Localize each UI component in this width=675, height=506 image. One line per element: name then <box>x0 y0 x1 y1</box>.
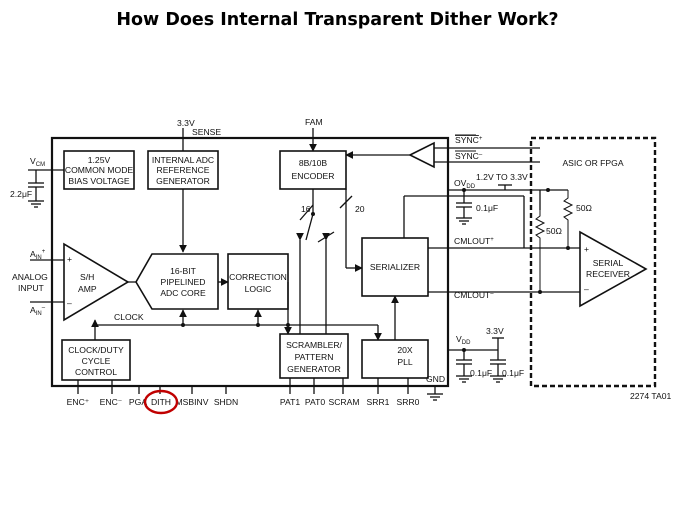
pipelined-adc-block: 16-BIT PIPELINED ADC CORE <box>135 253 219 310</box>
cap-01-b-label: 0.1μF <box>470 368 492 378</box>
encoder-block: 8B/10B ENCODER <box>279 150 347 190</box>
svg-text:PATTERN: PATTERN <box>295 352 334 362</box>
pin-enc-minus: ENC⁻ <box>100 397 123 407</box>
analog-input-label-2: INPUT <box>18 283 45 293</box>
svg-text:8B/10B: 8B/10B <box>299 158 327 168</box>
vcm-label: VCM <box>30 156 45 168</box>
svg-text:BIAS VOLTAGE: BIAS VOLTAGE <box>68 176 130 186</box>
sync-plus-label: SYNC+ <box>455 135 483 145</box>
chip-outline <box>50 136 450 388</box>
clock-duty-block: CLOCK/DUTY CYCLE CONTROL <box>61 339 131 381</box>
svg-text:20X: 20X <box>397 345 413 355</box>
svg-text:+: + <box>67 254 72 264</box>
svg-text:S/H: S/H <box>80 272 94 282</box>
pll-block: 20X PLL <box>361 339 429 379</box>
pin-srr0: SRR0 <box>397 397 420 407</box>
bus16-label: 16 <box>301 204 311 214</box>
fpga-label: ASIC OR FPGA <box>562 158 623 168</box>
svg-text:PLL: PLL <box>397 357 413 367</box>
cap-01-a-label: 0.1μF <box>476 203 498 213</box>
pin-scram: SCRAM <box>328 397 359 407</box>
scrambler-block: SCRAMBLER/ PATTERN GENERATOR <box>279 333 349 379</box>
slide-title: How Does Internal Transparent Dither Wor… <box>116 10 559 30</box>
pin-pat1: PAT1 <box>280 397 300 407</box>
svg-text:ENCODER: ENCODER <box>292 171 335 181</box>
svg-text:PIPELINED: PIPELINED <box>161 277 206 287</box>
serial-receiver: + – SERIAL RECEIVER <box>579 230 648 308</box>
svg-text:CONTROL: CONTROL <box>75 367 117 377</box>
cmlout-plus-label: CMLOUT+ <box>454 236 494 246</box>
sense-label: SENSE <box>192 127 221 137</box>
svg-text:–: – <box>584 284 589 294</box>
svg-text:ADC CORE: ADC CORE <box>160 288 206 298</box>
svg-text:CLOCK/DUTY: CLOCK/DUTY <box>68 345 124 355</box>
ovdd-label: OVDD <box>454 178 476 190</box>
svg-text:GENERATOR: GENERATOR <box>156 176 210 186</box>
v33-b-label: 3.3V <box>486 326 504 336</box>
svg-text:SERIAL: SERIAL <box>593 258 624 268</box>
svg-text:GENERATOR: GENERATOR <box>287 364 341 374</box>
r50-b-label: 50Ω <box>546 226 563 236</box>
pin-enc-plus: ENC⁺ <box>67 397 90 407</box>
svg-text:SERIALIZER: SERIALIZER <box>370 262 420 272</box>
svg-text:AMP: AMP <box>78 284 97 294</box>
r50-a-label: 50Ω <box>576 203 593 213</box>
svg-text:RECEIVER: RECEIVER <box>586 269 630 279</box>
svg-text:1.25V: 1.25V <box>88 155 111 165</box>
bottom-pin-stubs <box>77 378 409 394</box>
svg-text:SCRAMBLER/: SCRAMBLER/ <box>286 340 342 350</box>
svg-text:CORRECTION: CORRECTION <box>229 272 287 282</box>
svg-text:–: – <box>67 298 72 308</box>
pin-pga: PGA <box>129 397 147 407</box>
vcm-bias-block: 1.25V COMMON MODE BIAS VOLTAGE <box>63 150 135 190</box>
gnd-label: GND <box>426 374 445 384</box>
analog-input-label-1: ANALOG <box>12 272 48 282</box>
figure-id: 2274 TA01 <box>630 391 671 401</box>
ain-plus-label: AIN+ <box>30 249 46 261</box>
svg-text:CYCLE: CYCLE <box>82 356 111 366</box>
cap-01-c-label: 0.1μF <box>502 368 524 378</box>
sync-minus-label: SYNC– <box>455 151 483 161</box>
serializer-block: SERIALIZER <box>361 237 429 297</box>
fpga-outline <box>529 136 657 388</box>
pin-dith: DITH <box>151 397 171 407</box>
svg-text:16-BIT: 16-BIT <box>170 266 197 276</box>
correction-logic-block: CORRECTION LOGIC <box>227 253 289 310</box>
svg-text:LOGIC: LOGIC <box>245 284 272 294</box>
dith-highlight-circle <box>143 389 179 415</box>
pin-msbinv: MSBINV <box>176 397 209 407</box>
pin-shdn: SHDN <box>214 397 238 407</box>
adc-reference-block: INTERNAL ADC REFERENCE GENERATOR <box>147 150 219 190</box>
vdd-label: VDD <box>456 334 471 346</box>
cap-22uf-label: 2.2μF <box>10 189 32 199</box>
sh-amp: S/H AMP + – <box>63 242 130 322</box>
cmlout-minus-label: CMLOUT– <box>454 290 494 300</box>
sync-buffer <box>408 141 435 169</box>
clock-label: CLOCK <box>114 312 144 322</box>
fam-label: FAM <box>305 117 323 127</box>
pin-pat0: PAT0 <box>305 397 325 407</box>
v12-33-label: 1.2V TO 3.3V <box>476 172 528 182</box>
ain-minus-label: AIN– <box>30 305 46 317</box>
svg-text:+: + <box>584 244 589 254</box>
v33-top-label: 3.3V <box>177 118 195 128</box>
svg-text:INTERNAL ADC: INTERNAL ADC <box>152 155 214 165</box>
pin-srr1: SRR1 <box>367 397 390 407</box>
svg-text:COMMON MODE: COMMON MODE <box>65 165 134 175</box>
bus20-label: 20 <box>355 204 365 214</box>
svg-text:REFERENCE: REFERENCE <box>156 165 209 175</box>
